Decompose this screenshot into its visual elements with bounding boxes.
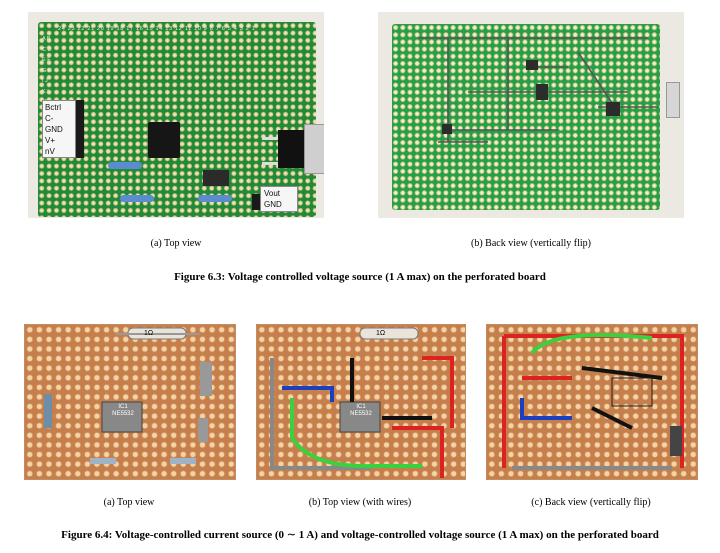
label-nv: nV [45,147,55,156]
ic-label-b: IC1 NE5532 [342,404,380,418]
wire-overlay [270,327,454,478]
resistor-label-b: 1Ω [376,330,386,337]
back-wire-overlay [502,333,684,470]
ic-chip [148,122,180,158]
photo-back-view [378,12,684,218]
subfigure-caption-6-4b: (b) Top view (with wires) [308,497,412,508]
transistor-leads [262,137,278,165]
figure-caption-6-4: Figure 6.4: Voltage-controlled current s… [61,529,659,541]
subfigure-caption-a: (a) Top view [150,238,202,249]
layout-components-top [44,327,212,464]
heatsink-tab-back [666,82,680,118]
resistor-label: 1Ω [144,330,154,337]
ic-name-b: IC1 [356,404,366,410]
power-transistor [278,130,304,168]
resistor [108,162,142,169]
layout-diagram-back [486,324,698,480]
photo-top-view: 24 23 22 21 20 19 18 17 16 15 14 13 12 1… [28,12,324,218]
label-gnd-out: GND [264,200,282,209]
label-gnd: GND [45,125,63,134]
pin-header [76,100,84,158]
label-vout: Vout [264,189,281,198]
slide-switch [203,170,229,186]
board-column-numbers: 24 23 22 21 20 19 18 17 16 15 14 13 12 1… [58,26,256,32]
ic-name: IC1 [118,404,128,410]
subfigure-caption-6-4a: (a) Top view [103,497,155,508]
label-c-minus: C- [45,114,54,123]
figure-caption-6-3: Figure 6.3: Voltage controlled voltage s… [174,271,546,283]
ic-part: NE5532 [112,411,134,417]
label-vplus: V+ [45,136,56,145]
heatsink-tab [304,124,324,174]
subfigure-caption-b: (b) Back view (vertically flip) [471,238,591,249]
ic-part-b: NE5532 [350,411,372,417]
label-bctrl: Bctrl [45,103,61,112]
layout-diagram-top [24,324,236,480]
output-header [252,194,260,210]
perfboard-green-back [392,24,660,210]
input-connector-label: Bctrl C- GND V+ nV [42,100,76,158]
solder-traces [418,37,658,143]
output-connector-label: Vout GND [260,186,298,212]
perfboard-green [38,22,316,217]
resistor [120,195,154,202]
resistor [198,195,232,202]
ic-label: IC1 NE5532 [104,404,142,418]
subfigure-caption-6-4c: (c) Back view (vertically flip) [531,497,651,508]
